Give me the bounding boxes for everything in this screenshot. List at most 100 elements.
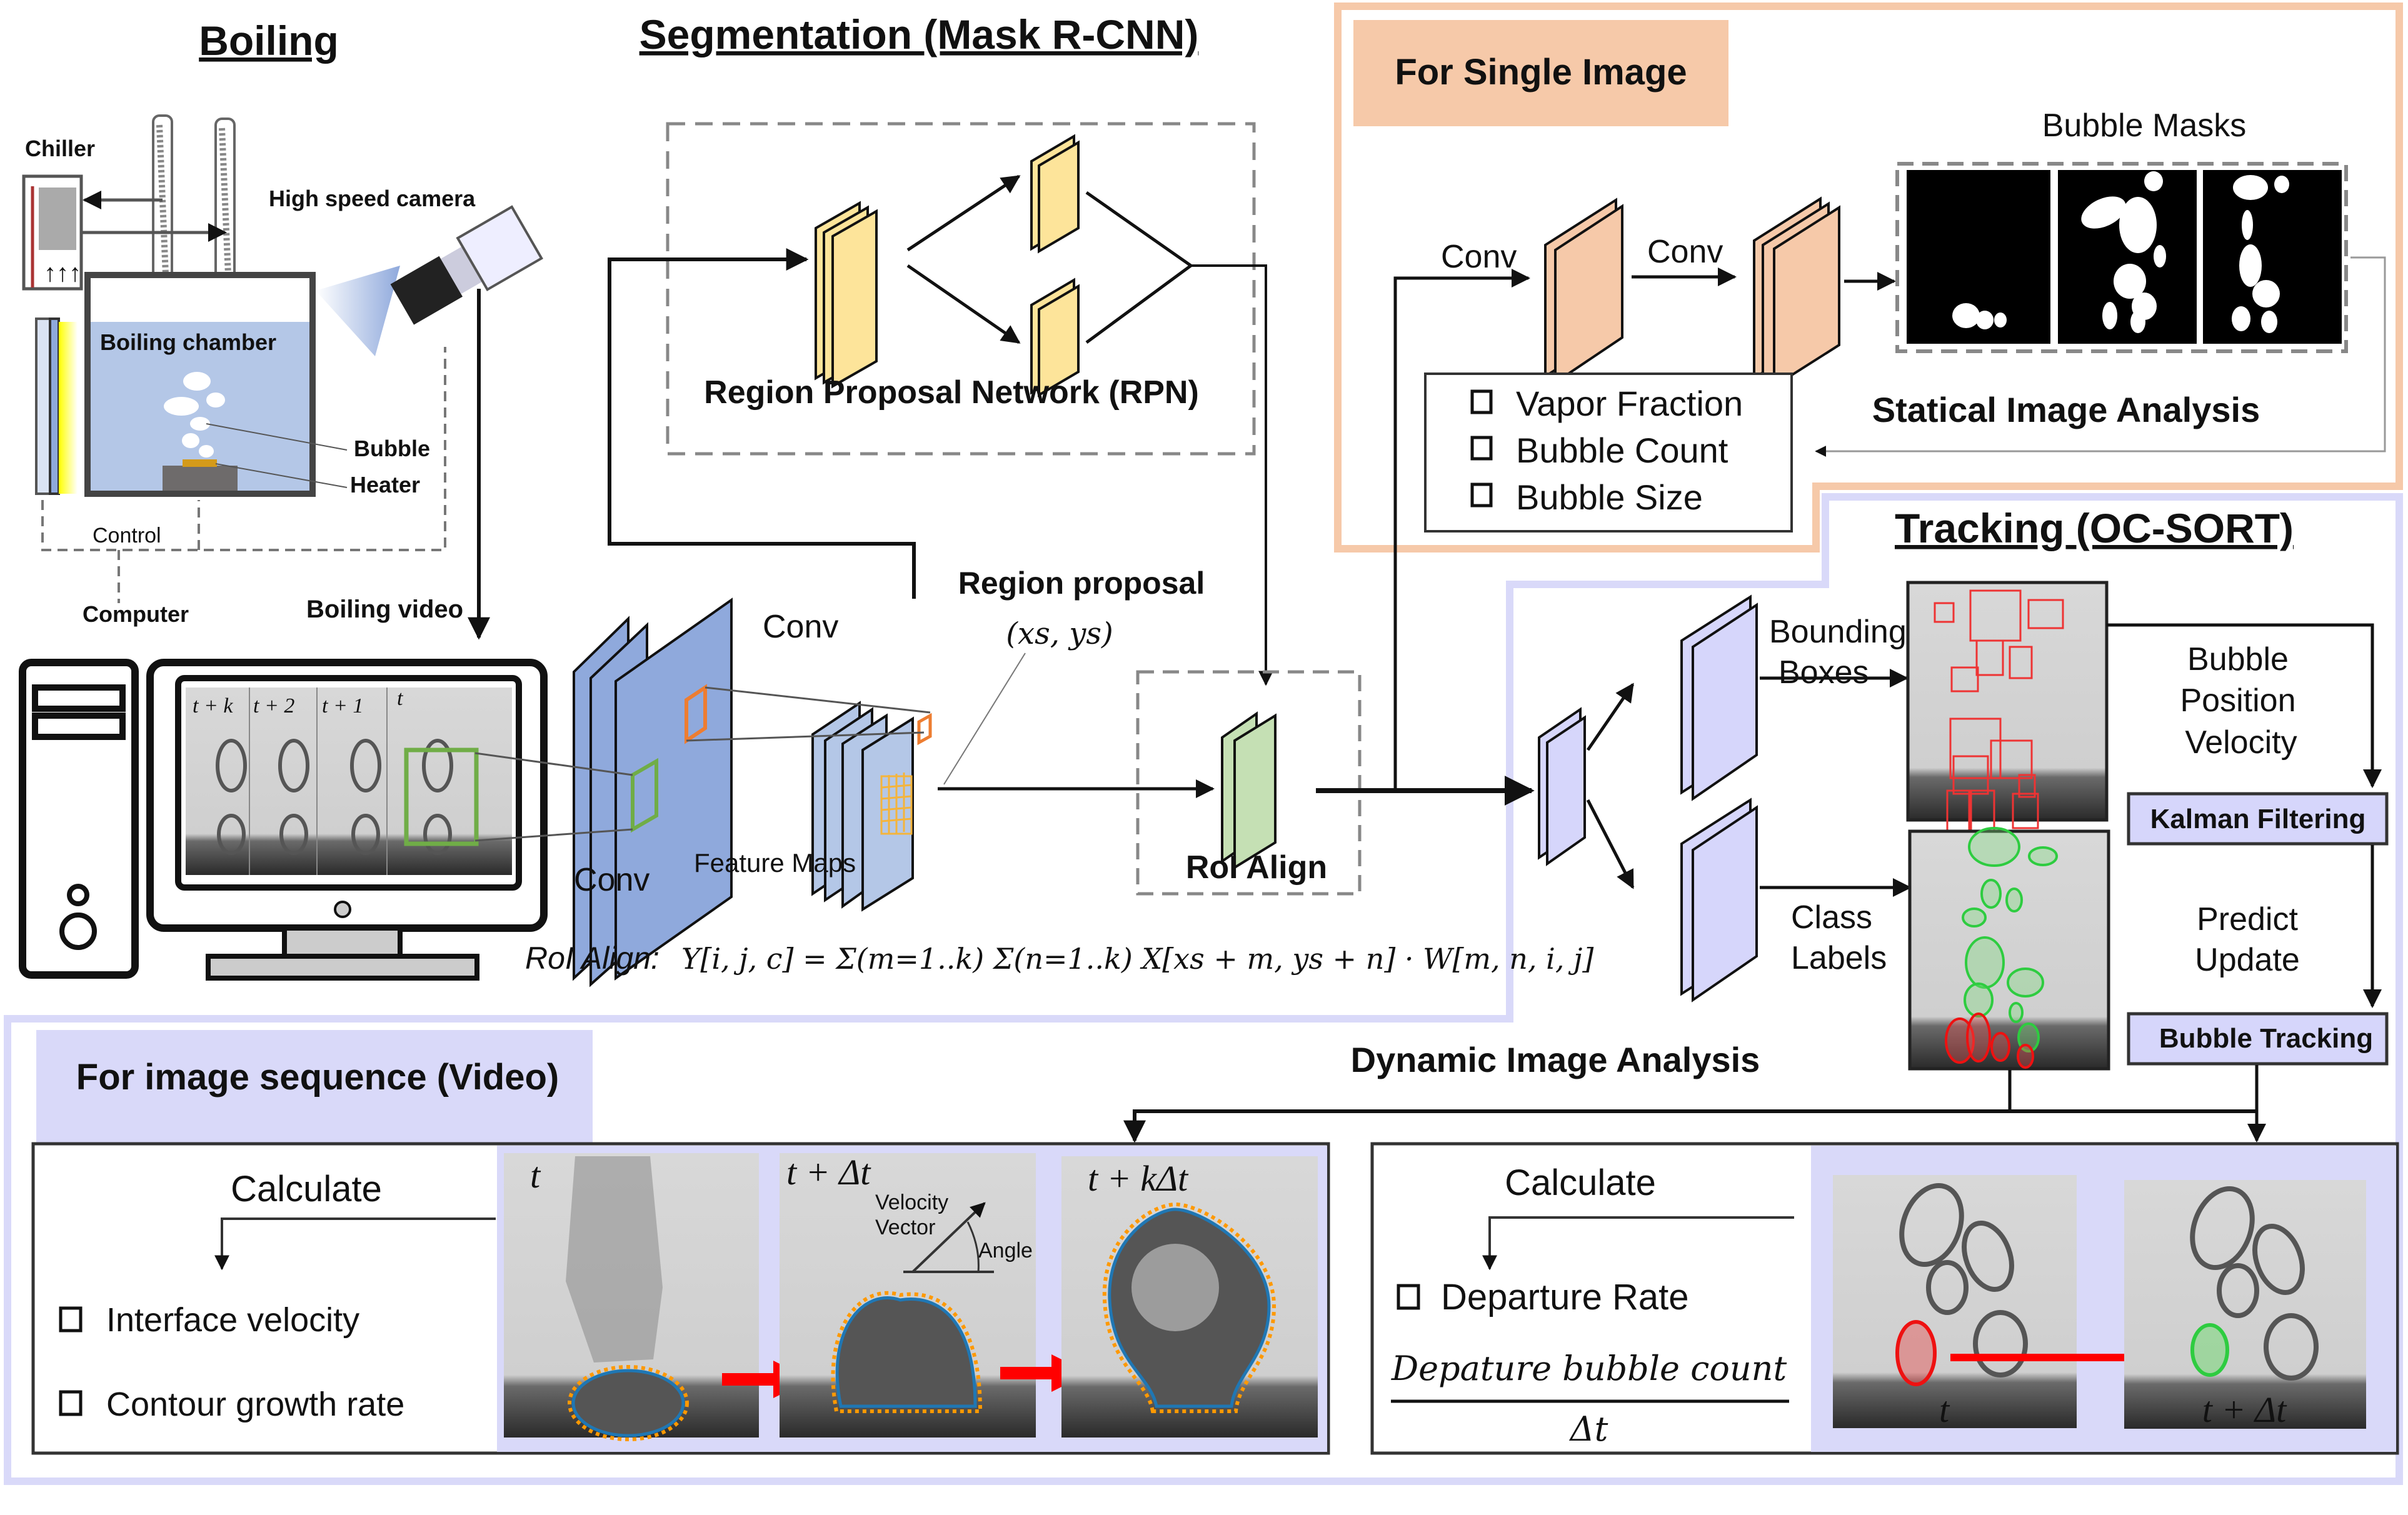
- rpn-arrow-down: [906, 264, 1021, 344]
- conv-top-label: Conv: [763, 609, 838, 645]
- bounding-label-1: Bounding: [1769, 614, 1907, 650]
- growth-frame-t: [504, 1153, 759, 1441]
- metric-departure-rate: Departure Rate: [1441, 1277, 1689, 1318]
- bubble-tracking-label: Bubble Tracking: [2159, 1023, 2373, 1054]
- metric-bubble-count: Bubble Count: [1516, 431, 1728, 470]
- departure-numerator: Depature bubble count: [1391, 1349, 1787, 1388]
- roi-align-label: RoI Align: [1186, 849, 1327, 886]
- selected-region-box: [404, 748, 479, 846]
- region-coords-leader: [943, 652, 1026, 785]
- growth-frame-t-plus-kdt-label: t + kΔt: [1088, 1158, 1189, 1199]
- position-velocity-label-2: Position: [2180, 682, 2296, 719]
- single-image-header: For Single Image: [1395, 52, 1687, 92]
- bubble-tracking-box: [2127, 1012, 2389, 1066]
- video-header-bg: [36, 1030, 593, 1158]
- departure-frame-t: [1833, 1175, 2077, 1428]
- growth-frame-t-plus-dt: [780, 1153, 1036, 1438]
- velocity-label: Velocity: [875, 1191, 948, 1214]
- left-calculate-arrow: [214, 1218, 496, 1271]
- vector-label: Vector: [875, 1216, 935, 1239]
- growth-frame-t-plus-kdt: [1061, 1156, 1318, 1438]
- rpn-cls-layer: [1030, 134, 1080, 254]
- track-arrow-down: [1586, 799, 1635, 889]
- chiller-label: Chiller: [25, 136, 95, 161]
- update-label: Update: [2195, 942, 2300, 978]
- track-arrow-up: [1586, 682, 1635, 751]
- class-head-layer: [1680, 798, 1758, 1002]
- class-label-1: Class: [1791, 899, 1872, 936]
- kalman-filtering-label: Kalman Filtering: [2150, 804, 2366, 834]
- featuremap-to-rpn-line: [608, 248, 916, 599]
- left-calculate-label: Calculate: [231, 1169, 382, 1209]
- checkbox-icon: [1470, 482, 1493, 508]
- rpn-to-roi-line: [1191, 264, 1273, 686]
- class-label-2: Labels: [1791, 940, 1887, 976]
- image-to-kalman-line: [2107, 623, 2382, 788]
- conv-stack: [573, 598, 733, 988]
- rpn-feature-stack: [815, 201, 878, 389]
- rpn-reg-layer: [1030, 278, 1080, 398]
- bubble-masks-dashed-box: [1895, 162, 2348, 353]
- roi-projection-line-2: [474, 828, 633, 842]
- computer-label: Computer: [83, 601, 189, 627]
- distribution-bus-left: [1123, 1109, 2257, 1143]
- kalman-filtering-box: [2127, 792, 2389, 846]
- checkbox-icon: [1470, 389, 1493, 414]
- roi-grid: [880, 772, 913, 835]
- bubble-leader-line: [206, 423, 348, 451]
- boiling-video-label: Boiling video: [306, 596, 463, 623]
- roi-projection-line-1: [474, 752, 633, 776]
- mask-frame-2: [2058, 170, 2197, 344]
- departure-frame-t-label: t: [1939, 1389, 1950, 1430]
- control-dashed-loop: [41, 347, 446, 603]
- formula-label: RoI Align:: [525, 941, 660, 976]
- feature-maps-label: Feature Maps: [694, 848, 856, 878]
- position-velocity-label-3: Velocity: [2185, 724, 2297, 761]
- roi-to-single-image-line: [1393, 269, 1530, 791]
- checkbox-icon: [59, 1390, 83, 1416]
- single-image-header-bg: [1353, 20, 1728, 126]
- position-velocity-label-1: Bubble: [2187, 641, 2289, 678]
- roi-align-formula: RoI Align: Y[i, j, c] = Σ(m=1..k) Σ(n=1.…: [525, 941, 1593, 976]
- track-input-layer: [1538, 707, 1586, 866]
- boiling-chamber-label: Boiling chamber: [100, 329, 276, 355]
- bubble-label: Bubble: [354, 436, 430, 461]
- conv2-layer: [1753, 196, 1840, 389]
- frame-label-t: t: [397, 687, 404, 710]
- feature-maps-stack: [811, 701, 932, 912]
- dynamic-analysis-label: Dynamic Image Analysis: [1351, 1040, 1760, 1079]
- boiling-title: Boiling: [199, 18, 339, 64]
- class-result-image: [1908, 827, 2110, 1071]
- segmentation-title: Segmentation (Mask R-CNN): [640, 11, 1199, 58]
- formula-body: Y[i, j, c] = Σ(m=1..k) Σ(n=1..k) X[xs + …: [681, 942, 1593, 976]
- single-metrics-list: Vapor Fraction Bubble Count Bubble Size: [1470, 384, 1743, 517]
- rpn-dashed-box: [666, 122, 1256, 456]
- heater-leader-line: [215, 463, 348, 488]
- bbox-head-layer: [1680, 594, 1758, 801]
- bbox-result-image: [1906, 581, 2109, 864]
- growth-frame-t-plus-dt-label: t + Δt: [786, 1152, 871, 1192]
- checkbox-icon: [1397, 1284, 1420, 1310]
- chiller-icon: ↑↑↑: [22, 174, 83, 291]
- condenser-icon: [152, 114, 236, 279]
- control-label: Control: [93, 524, 161, 548]
- conv2-label: Conv: [1647, 234, 1723, 270]
- roi-align-dashed-box: [1136, 670, 1362, 896]
- camera-label: High speed camera: [269, 186, 476, 211]
- video-frames: [186, 688, 512, 875]
- right-calculate-label: Calculate: [1505, 1162, 1656, 1203]
- metric-contour-growth-rate: Contour growth rate: [106, 1386, 404, 1423]
- conv-bottom-label: Conv: [574, 862, 650, 898]
- departure-frame-t-plus-dt-label: t + Δt: [2202, 1389, 2287, 1430]
- rpn-arrow-up: [906, 174, 1021, 252]
- checkbox-icon: [1470, 436, 1493, 461]
- predict-label: Predict: [2197, 901, 2298, 938]
- svg-text:↑↑↑: ↑↑↑: [44, 259, 81, 287]
- bubble-masks: [1907, 170, 2342, 344]
- bubble-masks-label: Bubble Masks: [2042, 108, 2247, 144]
- metric-bubble-size: Bubble Size: [1516, 478, 1703, 517]
- video-header: For image sequence (Video): [76, 1057, 559, 1098]
- computer-tower-icon: [19, 659, 139, 979]
- orange-projection-line-2: [686, 731, 925, 742]
